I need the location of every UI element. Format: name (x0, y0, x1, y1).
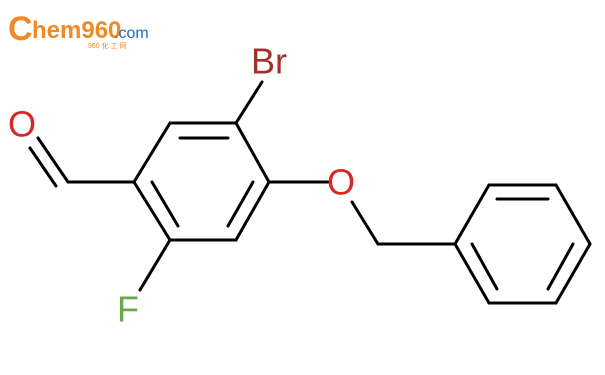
phenyl-ring (453, 183, 592, 305)
bond-o-to-ch2 (350, 200, 380, 246)
bond-ring-right-lower (234, 180, 271, 242)
logo-initial: C (8, 10, 33, 48)
bond-cho-double-outer (36, 136, 70, 184)
bond-ring-to-br (234, 80, 264, 125)
bond-ring-top-right (234, 121, 271, 184)
logo-brand: hem960 (32, 17, 121, 44)
atom-label-bromine: Br (251, 41, 287, 82)
bond-ring-left-upper (132, 121, 172, 184)
atom-label-fluorine: F (117, 289, 139, 330)
bond-cho-double-inner (28, 146, 58, 188)
chem960-logo: C hem960 .com 960 化 工 网 (8, 10, 149, 50)
bond-ph-inner-left (470, 242, 499, 291)
bond-ph-3 (554, 183, 592, 246)
bond-ph-4 (554, 242, 592, 305)
bond-ph-inner-right (546, 242, 575, 291)
logo-subtitle: 960 化 工 网 (88, 41, 127, 50)
bond-ph-6 (453, 242, 491, 305)
logo-suffix: .com (114, 25, 149, 42)
benzaldehyde-ring (132, 121, 271, 242)
bond-ring-inner-right (226, 180, 255, 228)
bond-ring-inner-left (150, 180, 180, 228)
bond-ring-to-f (138, 238, 172, 292)
atom-label-oxygen-ether: O (327, 162, 355, 203)
bond-ph-1 (453, 183, 491, 246)
atom-label-oxygen-aldehyde: O (8, 104, 36, 145)
bond-ring-left-lower (132, 180, 172, 242)
